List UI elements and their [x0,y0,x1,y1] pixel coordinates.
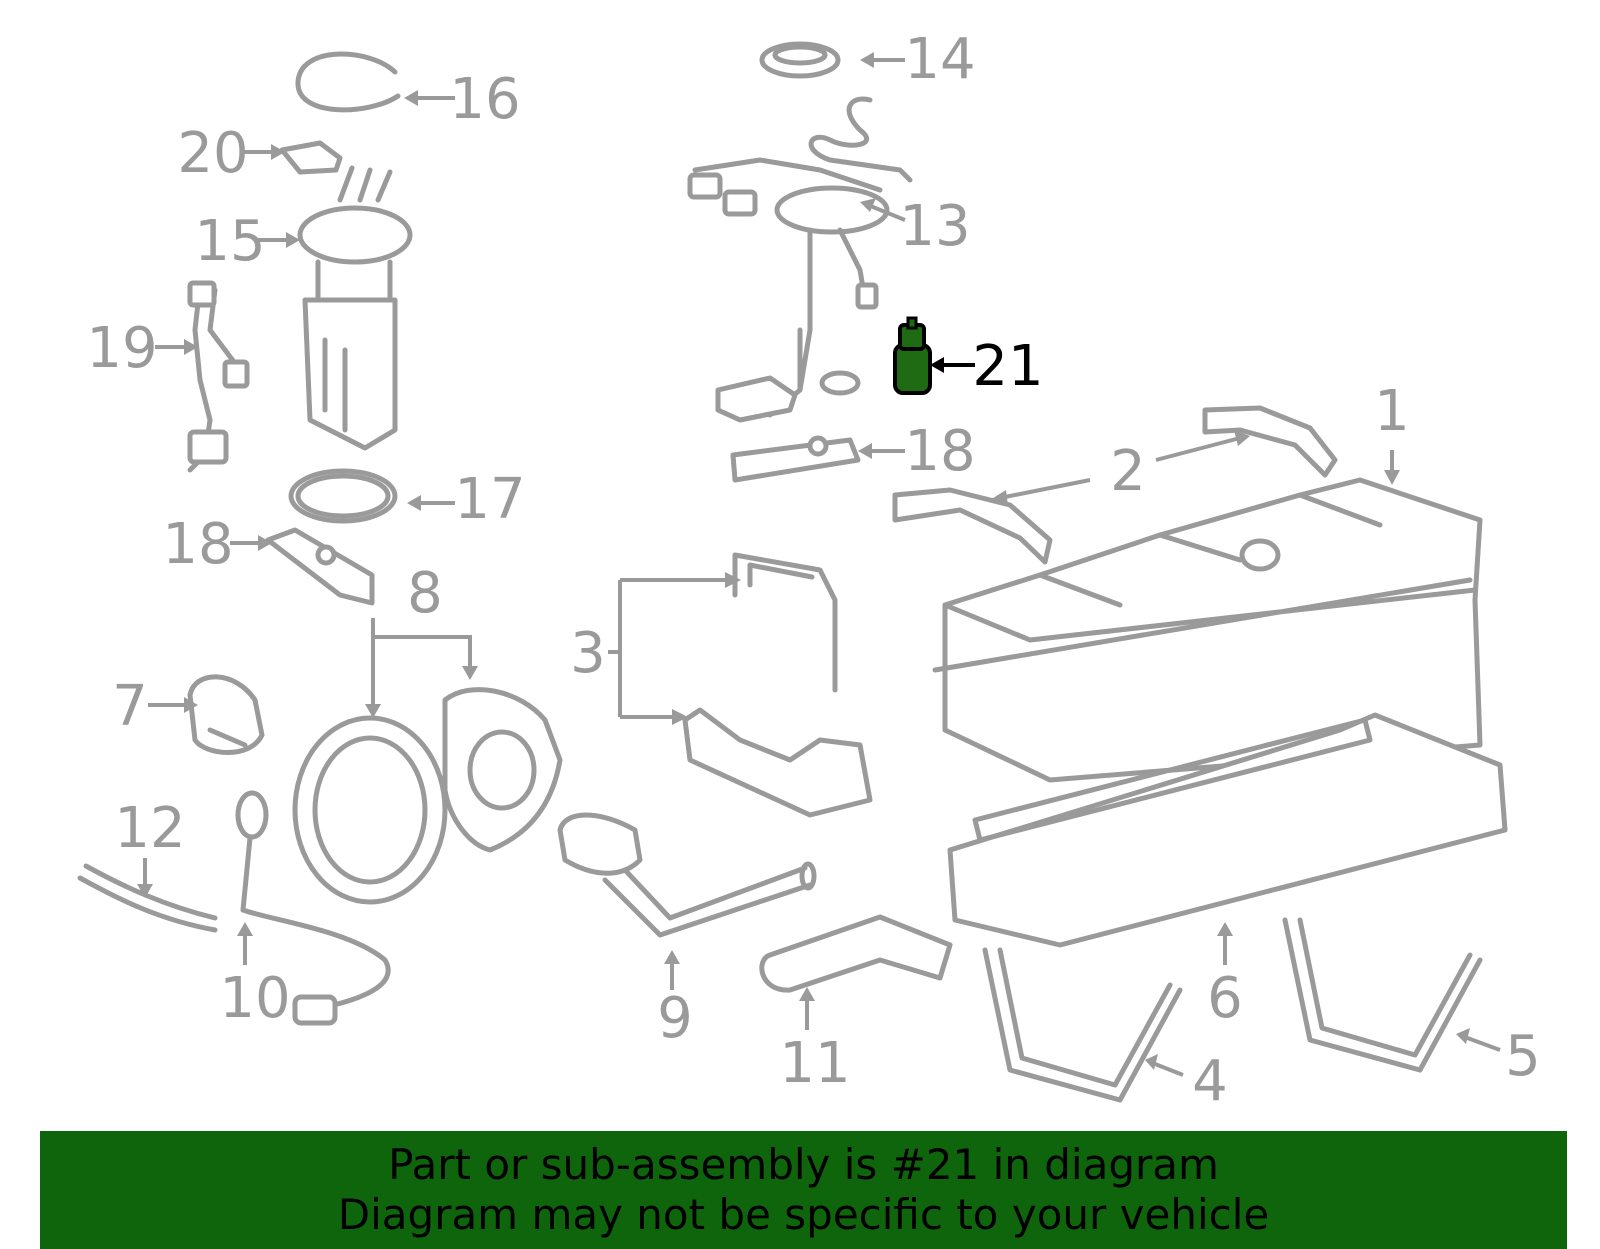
callout-15: 15 [194,209,265,274]
part-fuel-tank [932,477,1483,783]
leader-lines [137,52,1501,1077]
callout-4: 4 [1192,1049,1228,1114]
callout-8: 8 [407,561,443,626]
banner-line-1: Part or sub-assembly is #21 in diagram [388,1140,1219,1189]
part-fuel-pump-highlighted [893,316,932,395]
callout-labels: 1 2 3 4 5 6 7 8 9 10 11 12 13 14 15 16 1… [86,27,1540,1114]
part-connector-20 [279,140,343,175]
banner-line-2: Diagram may not be specific to your vehi… [337,1190,1270,1239]
callout-3: 3 [570,621,606,686]
part-shield-upper [732,552,838,693]
part-sender-assembly [687,96,913,423]
part-seal-ring [759,41,841,79]
part-insulator-right [1202,405,1338,478]
part-skid-plate [947,712,1508,948]
info-banner: Part or sub-assembly is #21 in diagram D… [40,1131,1567,1249]
part-filler-neck [557,812,817,938]
callout-14: 14 [904,27,975,92]
callout-17: 17 [454,467,525,532]
callout-6: 6 [1207,966,1243,1031]
callout-13: 13 [899,194,970,259]
part-filler-hose [759,914,953,993]
part-strap-4 [982,947,1183,1103]
callout-1: 1 [1374,379,1410,444]
part-fuel-cap [187,674,265,755]
part-pump-module [297,165,413,451]
callout-16: 16 [449,67,520,132]
part-vent-hose [77,863,218,933]
callout-19: 19 [86,316,157,381]
callout-20: 20 [177,121,248,186]
callout-7: 7 [112,674,148,739]
callout-9: 9 [657,986,693,1051]
part-shield-lower [682,707,873,818]
part-ground-strap [235,790,391,1026]
callout-18-right: 18 [904,419,975,484]
callout-5: 5 [1505,1024,1541,1089]
part-gasket [288,468,398,524]
part-strap-5 [1282,917,1483,1073]
part-strainer-left [265,527,375,606]
part-lock-ring [295,51,401,113]
callout-21-highlighted: 21 [972,334,1043,399]
part-insulator-left [892,487,1053,565]
callout-12: 12 [114,796,185,861]
callout-11: 11 [779,1031,850,1096]
callout-18-left: 18 [162,512,233,577]
callout-10: 10 [219,966,290,1031]
callout-2: 2 [1110,439,1146,504]
part-wire-harness [187,280,250,473]
part-strainer-right [730,435,861,483]
part-fill-door [292,687,563,905]
